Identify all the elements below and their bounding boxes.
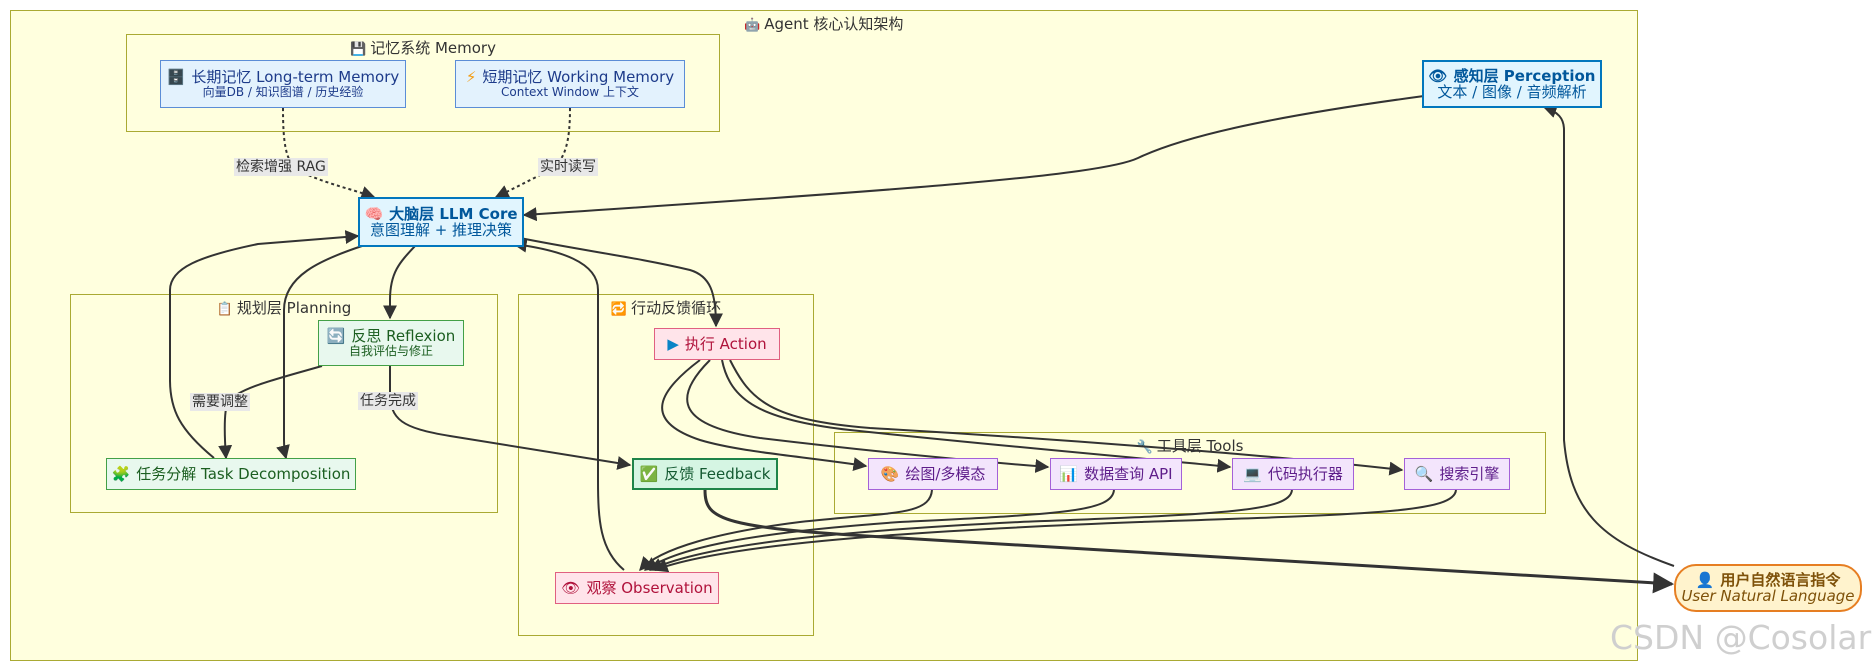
working-memory-title: 短期记忆 Working Memory	[482, 68, 675, 87]
wrench-icon: 🔧	[1136, 440, 1153, 455]
data-query-title: 数据查询 API	[1084, 464, 1173, 483]
edge-action-to-dataquery	[686, 359, 1050, 473]
cabinet-icon: 🗄️	[166, 68, 186, 87]
edge-feedback-to-user	[703, 489, 1675, 594]
watermark: CSDN @Cosolar	[1610, 618, 1872, 657]
user-icon: 👤	[1695, 570, 1715, 589]
computer-icon: 💻	[1243, 464, 1262, 483]
edge-perception-to-core	[522, 95, 1425, 222]
perception-subtitle: 文本 / 图像 / 音频解析	[1437, 83, 1587, 101]
palette-icon: 🎨	[880, 464, 900, 483]
reflexion-subtitle: 自我评估与修正	[348, 343, 433, 358]
action-title: 执行 Action	[684, 334, 767, 353]
planning-cluster-title: 规划层 Planning	[236, 299, 352, 317]
observation-title: 观察 Observation	[586, 578, 713, 597]
edge-working-to-core	[494, 107, 571, 198]
edge-longterm-to-core	[282, 107, 376, 200]
perception-node[interactable]: 👁 感知层 Perception 文本 / 图像 / 音频解析	[1422, 60, 1602, 108]
agent-cluster-title: Agent 核心认知架构	[764, 15, 904, 33]
edge-taskdecomp-to-core	[169, 230, 360, 459]
eye-icon: 👁	[1428, 66, 1448, 85]
puzzle-icon: 🧩	[111, 464, 131, 483]
reflexion-title: 反思 Reflexion	[351, 327, 456, 346]
edge-action-to-drawing	[661, 359, 868, 472]
lightning-icon: ⚡	[465, 68, 477, 87]
user-instruction-subtitle: User Natural Language	[1681, 587, 1855, 605]
action-loop-cluster-title: 行动反馈循环	[631, 299, 722, 317]
repeat-icon: 🔁	[610, 302, 628, 317]
edge-label-rag: 检索增强 RAG	[234, 158, 328, 176]
user-instruction-node[interactable]: 👤 用户自然语言指令 User Natural Language	[1674, 564, 1862, 612]
code-exec-title: 代码执行器	[1267, 464, 1343, 483]
search-node[interactable]: 🔍 搜索引擎	[1404, 458, 1510, 490]
task-decomposition-title: 任务分解 Task Decomposition	[136, 464, 351, 483]
search-title: 搜索引擎	[1439, 464, 1500, 483]
long-term-memory-subtitle: 向量DB / 知识图谱 / 历史经验	[202, 84, 364, 99]
edge-reflexion-to-taskdecomp	[218, 365, 323, 460]
long-term-memory-node[interactable]: 🗄️ 长期记忆 Long-term Memory 向量DB / 知识图谱 / 历史…	[160, 60, 406, 108]
edge-action-to-codeexec	[721, 359, 1232, 473]
edge-codeexec-to-observation	[648, 489, 1293, 571]
drawing-title: 绘图/多模态	[905, 464, 986, 483]
magnifier-icon: 🔍	[1414, 464, 1434, 483]
user-instruction-title: 用户自然语言指令	[1720, 570, 1841, 589]
llm-core-node[interactable]: 🧠 大脑层 LLM Core 意图理解 + 推理决策	[358, 197, 524, 247]
llm-core-subtitle: 意图理解 + 推理决策	[369, 221, 513, 239]
cycle-icon: 🔄	[326, 327, 346, 346]
eye-icon: 👁	[561, 578, 581, 597]
working-memory-node[interactable]: ⚡ 短期记忆 Working Memory Context Window 上下文	[455, 60, 685, 108]
edge-search-to-observation	[653, 489, 1457, 573]
bar-chart-icon: 📊	[1059, 464, 1079, 483]
data-query-node[interactable]: 📊 数据查询 API	[1050, 458, 1182, 490]
edge-reflexion-to-feedback	[389, 366, 632, 470]
edge-drawing-to-observation	[639, 489, 933, 572]
edge-user-to-perception	[1542, 104, 1675, 567]
edge-core-to-action	[519, 237, 723, 328]
edge-core-to-reflexion	[383, 244, 417, 320]
memory-cluster-title: 记忆系统 Memory	[370, 39, 496, 57]
edge-dataquery-to-observation	[643, 489, 1115, 571]
code-exec-node[interactable]: 💻 代码执行器	[1232, 458, 1354, 490]
edge-action-to-search	[729, 359, 1404, 476]
perception-title: 感知层 Perception	[1453, 66, 1596, 85]
llm-core-title: 大脑层 LLM Core	[389, 204, 518, 223]
observation-node[interactable]: 👁 观察 Observation	[555, 572, 719, 604]
floppy-disk-icon: 💾	[350, 42, 367, 57]
working-memory-subtitle: Context Window 上下文	[501, 84, 639, 99]
robot-icon: 🤖	[744, 18, 761, 33]
edge-label-needs-adjust: 需要调整	[190, 393, 250, 411]
feedback-node[interactable]: ✅ 反馈 Feedback	[632, 458, 778, 490]
edge-observation-to-core	[512, 238, 625, 571]
action-node[interactable]: ▶ 执行 Action	[654, 328, 780, 360]
edge-core-to-taskdecomp	[276, 245, 363, 460]
tools-cluster-title: 工具层 Tools	[1156, 437, 1244, 455]
check-icon: ✅	[639, 464, 659, 483]
feedback-title: 反馈 Feedback	[664, 464, 771, 483]
clipboard-icon: 📋	[216, 302, 233, 317]
edge-label-task-done: 任务完成	[358, 392, 418, 410]
brain-icon: 🧠	[364, 204, 384, 223]
play-icon: ▶	[667, 334, 679, 353]
long-term-memory-title: 长期记忆 Long-term Memory	[191, 68, 400, 87]
reflexion-node[interactable]: 🔄 反思 Reflexion 自我评估与修正	[318, 320, 464, 366]
drawing-node[interactable]: 🎨 绘图/多模态	[868, 458, 998, 490]
task-decomposition-node[interactable]: 🧩 任务分解 Task Decomposition	[106, 458, 356, 490]
edge-label-realtime-rw: 实时读写	[538, 158, 598, 176]
